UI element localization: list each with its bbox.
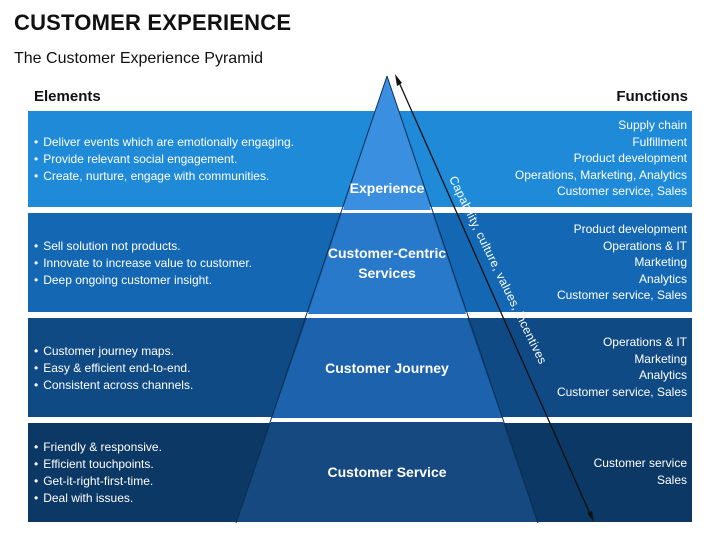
page-title: CUSTOMER EXPERIENCE — [14, 10, 292, 35]
list-item: Consistent across channels. — [34, 377, 193, 394]
list-item: Sell solution not products. — [34, 238, 252, 255]
functions-list-experience: Supply chain Fulfillment Product develop… — [515, 117, 687, 200]
level-label-experience: Experience — [349, 180, 425, 196]
elements-list-customer-journey: Customer journey maps. Easy & efficient … — [34, 343, 193, 394]
list-item: Efficient touchpoints. — [34, 456, 162, 473]
list-item: Customer service, Sales — [556, 184, 687, 199]
list-item: Analytics — [638, 271, 687, 286]
list-item: Provide relevant social engagement. — [34, 151, 294, 168]
list-item: Deep ongoing customer insight. — [34, 272, 252, 289]
elements-list-customer-service: Friendly & responsive. Efficient touchpo… — [34, 439, 162, 507]
list-item: Customer service, Sales — [556, 288, 687, 303]
elements-list-customer-centric-services: Sell solution not products. Innovate to … — [34, 238, 252, 289]
pyramid-edge-left — [235, 75, 388, 524]
pyramid-tier-experience — [343, 76, 431, 210]
list-item: Friendly & responsive. — [34, 439, 162, 456]
list-item: Sales — [656, 472, 687, 487]
list-item: Deal with issues. — [34, 490, 162, 507]
pyramid-tier-customer-journey — [272, 318, 502, 418]
list-item: Marketing — [634, 255, 687, 270]
functions-header: Functions — [616, 88, 688, 105]
list-item: Operations, Marketing, Analytics — [514, 167, 687, 182]
list-item: Easy & efficient end-to-end. — [34, 360, 193, 377]
page-subtitle: The Customer Experience Pyramid — [14, 50, 263, 67]
double-arrow — [395, 74, 594, 522]
list-item: Operations & IT — [602, 335, 687, 349]
pyramid-tier-customer-service — [237, 422, 537, 522]
level-label-customer-service: Customer Service — [327, 464, 447, 480]
list-item: Fulfillment — [632, 134, 687, 149]
functions-list-customer-service: Customer service Sales — [594, 455, 687, 488]
list-item: Customer service — [593, 456, 687, 470]
list-item: Analytics — [638, 368, 687, 383]
pyramid-edge-right — [386, 75, 539, 524]
functions-list-customer-centric-services: Product development Operations & IT Mark… — [557, 221, 687, 304]
list-item: Product development — [573, 222, 687, 236]
functions-list-customer-journey: Operations & IT Marketing Analytics Cust… — [557, 334, 687, 400]
list-item: Customer service, Sales — [556, 384, 687, 399]
level-label-customer-centric-services: Customer-Centric Services — [307, 243, 467, 283]
list-item: Create, nurture, engage with communities… — [34, 168, 294, 185]
level-label-customer-journey: Customer Journey — [325, 360, 449, 376]
list-item: Operations & IT — [602, 238, 687, 253]
list-item: Customer journey maps. — [34, 343, 193, 360]
level-label-line-1: Customer-Centric — [327, 245, 447, 261]
list-item: Get-it-right-first-time. — [34, 473, 162, 490]
list-item: Product development — [573, 151, 687, 166]
pyramid-tier-customer-centric-services — [308, 213, 466, 314]
list-item: Deliver events which are emotionally eng… — [34, 134, 294, 151]
list-item: Supply chain — [618, 118, 687, 132]
level-label-line-2: Services — [358, 265, 416, 281]
list-item: Marketing — [634, 351, 687, 366]
elements-list-experience: Deliver events which are emotionally eng… — [34, 134, 294, 185]
list-item: Innovate to increase value to customer. — [34, 255, 252, 272]
elements-header: Elements — [34, 88, 101, 105]
